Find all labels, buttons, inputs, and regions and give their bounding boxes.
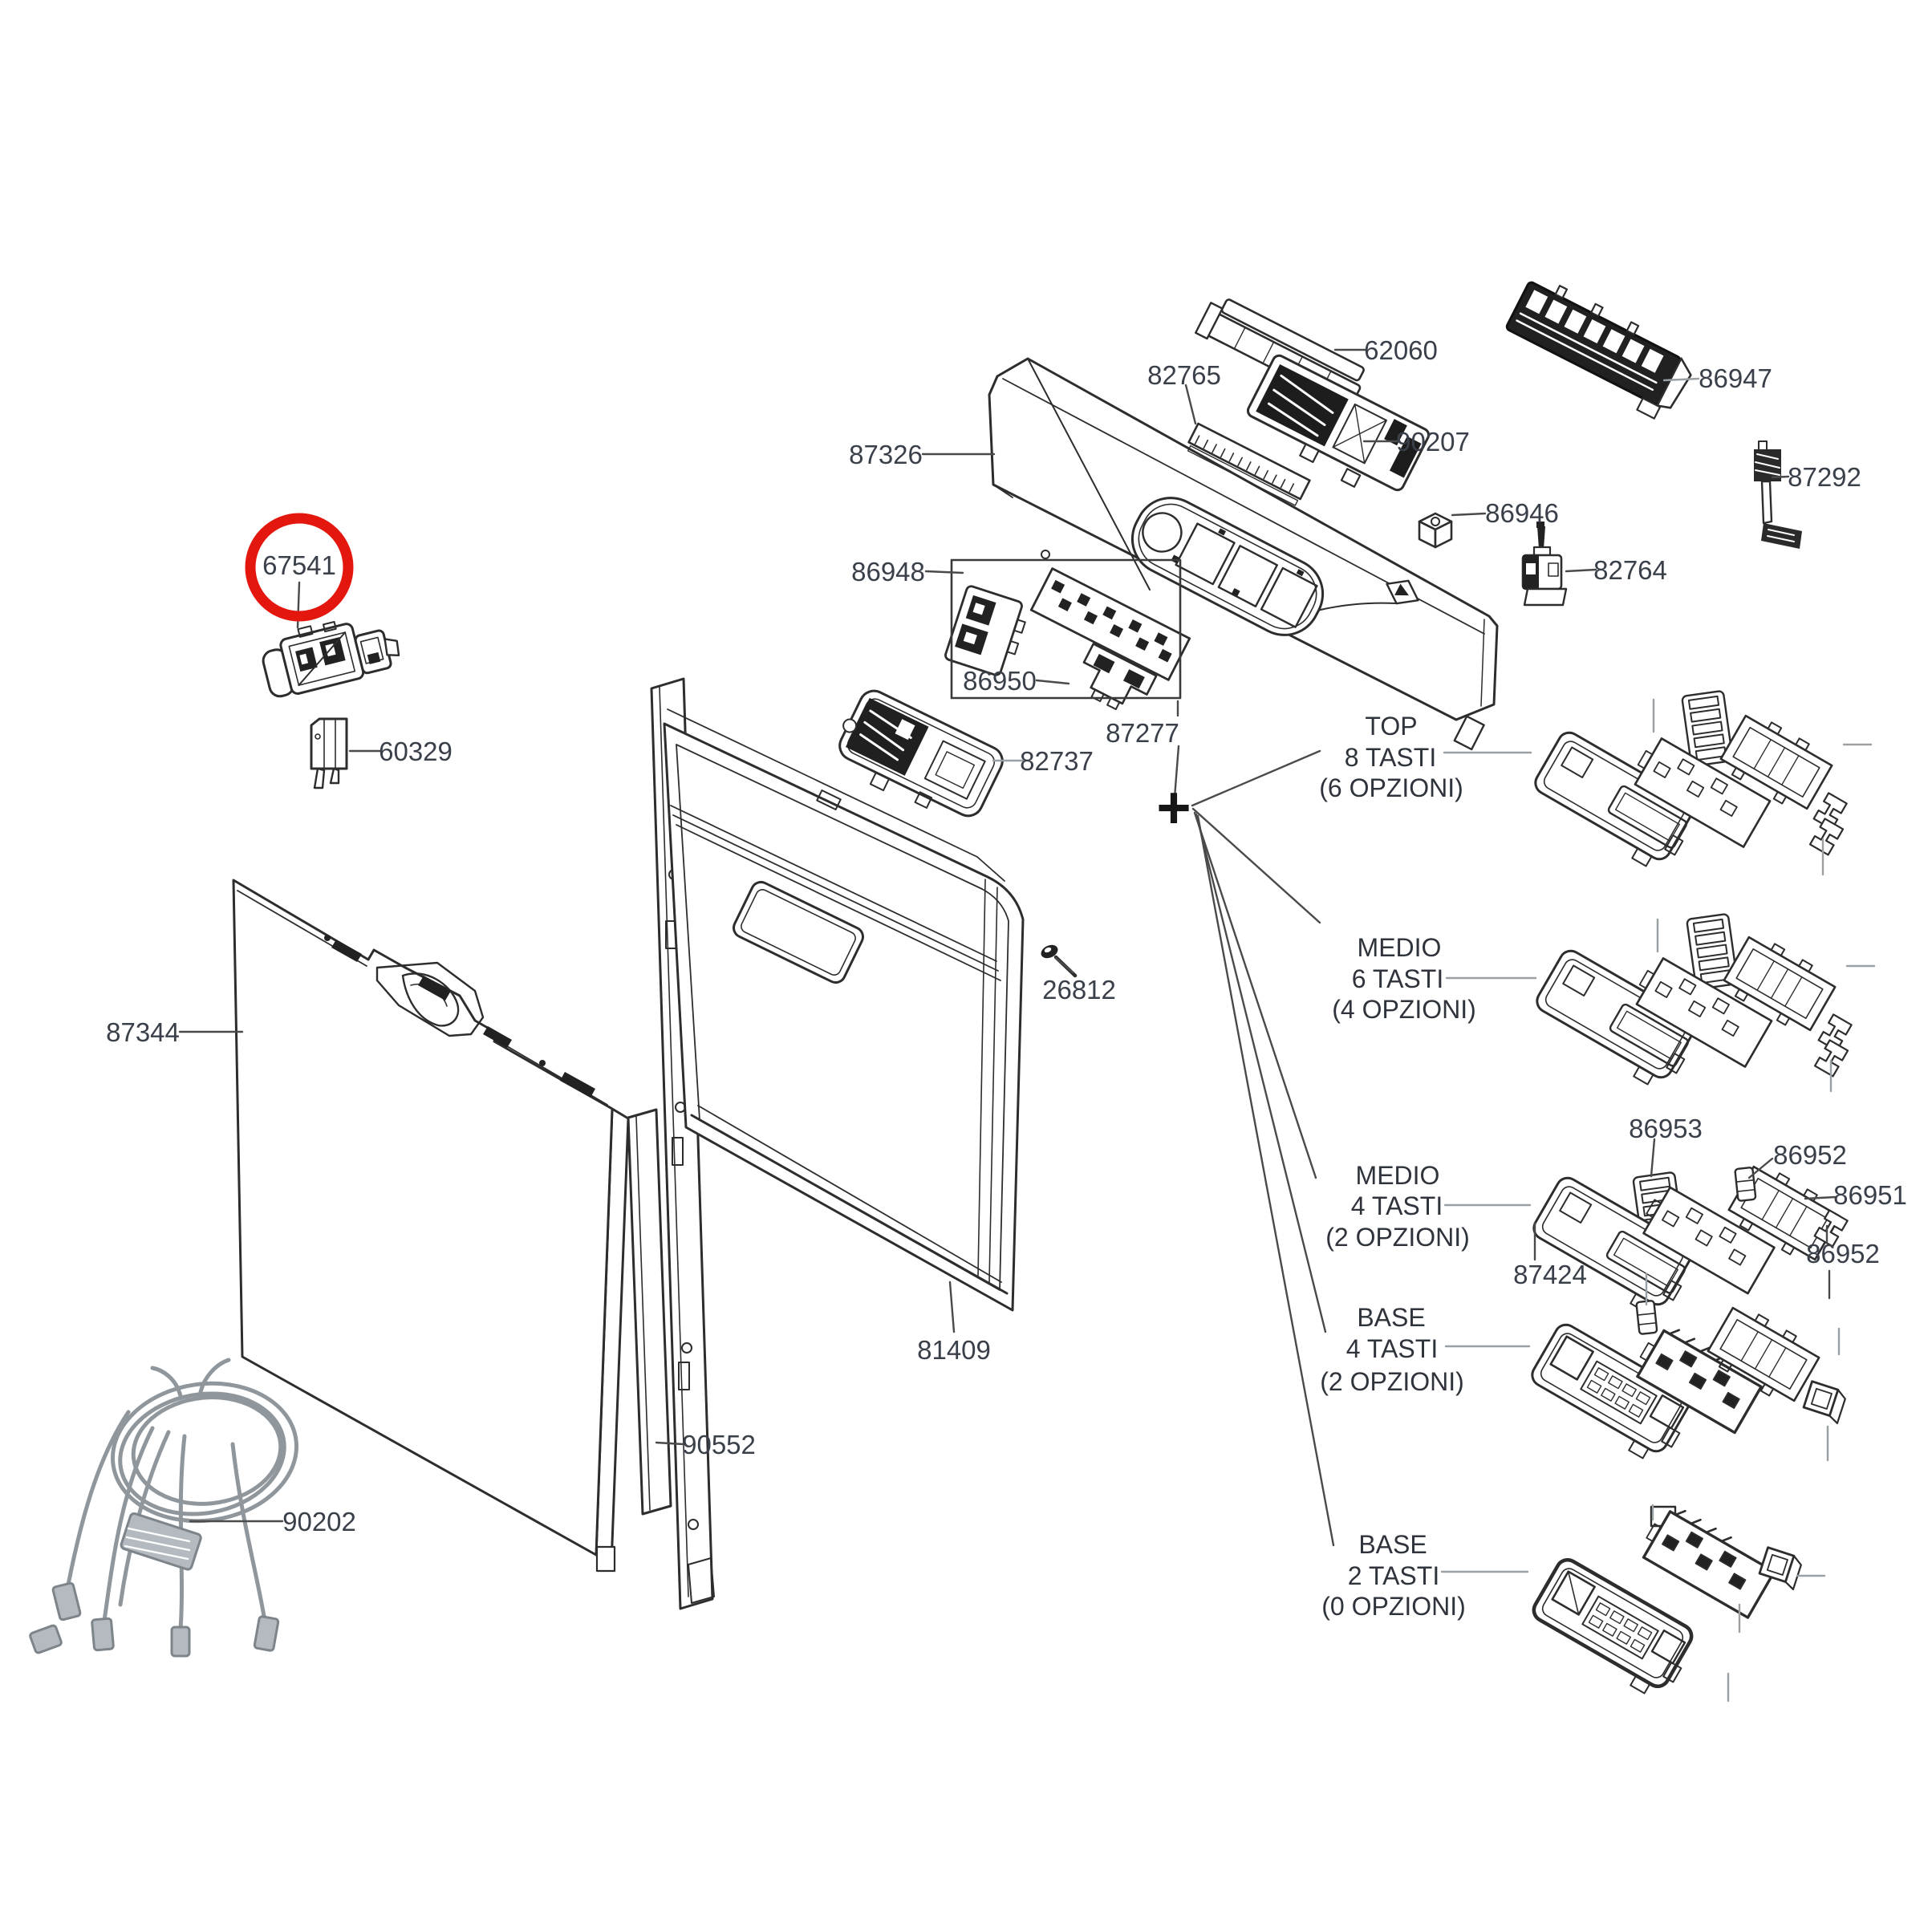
- control-panel-fascia: [988, 357, 1499, 751]
- part-label-82765: 82765: [1147, 360, 1221, 390]
- option-tier: TOP: [1365, 712, 1417, 741]
- branch-plus-symbol: +: [1156, 774, 1191, 841]
- part-label-86946: 86946: [1485, 498, 1559, 528]
- part-label-86951: 86951: [1833, 1180, 1907, 1210]
- part-label-87344: 87344: [106, 1017, 180, 1047]
- part-label-82737: 82737: [1020, 746, 1094, 776]
- part-label-86950: 86950: [963, 666, 1037, 696]
- leader-lines: [178, 348, 1876, 1703]
- power-switch-part: [1521, 522, 1568, 607]
- wiring-harness-part: [29, 1358, 298, 1658]
- option-caption-medio-6: MEDIO 6 TASTI (4 OPZIONI): [1332, 933, 1476, 1024]
- part-label-86948: 86948: [851, 557, 925, 586]
- option-buttons: 8 TASTI: [1345, 743, 1436, 772]
- option-row-assemblies: [1531, 690, 1853, 1695]
- part-label-87326: 87326: [849, 440, 923, 469]
- part-label-86947: 86947: [1699, 363, 1772, 393]
- option-options: (6 OPZIONI): [1319, 773, 1463, 802]
- option-buttons: 4 TASTI: [1346, 1334, 1438, 1363]
- option-tier: BASE: [1358, 1530, 1427, 1559]
- option-caption-base-2: BASE 2 TASTI (0 OPZIONI): [1321, 1530, 1466, 1621]
- display-board-86950: [1029, 567, 1191, 711]
- part-label-87292: 87292: [1788, 462, 1861, 492]
- option-options: (2 OPZIONI): [1325, 1223, 1470, 1252]
- pcb-bracket-86948: [944, 585, 1026, 676]
- option-buttons: 6 TASTI: [1352, 964, 1443, 993]
- part-label-81409: 81409: [917, 1335, 991, 1365]
- detergent-dispenser-part: [838, 689, 1004, 818]
- option-tier: BASE: [1357, 1303, 1425, 1332]
- part-label-90202: 90202: [282, 1507, 356, 1536]
- part-label-60329: 60329: [379, 737, 453, 766]
- part-label-86952-upper: 86952: [1773, 1140, 1847, 1170]
- door-side-strip: [627, 1108, 672, 1516]
- option-options: (4 OPZIONI): [1332, 995, 1476, 1024]
- part-label-86953: 86953: [1629, 1114, 1703, 1143]
- part-label-90552: 90552: [682, 1430, 756, 1459]
- terminal-strip-part: [1505, 281, 1692, 420]
- option-tier: MEDIO: [1356, 1161, 1440, 1190]
- option-options: (0 OPZIONI): [1321, 1592, 1466, 1621]
- option-caption-base-4: BASE 4 TASTI (2 OPZIONI): [1320, 1303, 1464, 1396]
- outer-door-panel: [232, 879, 630, 1573]
- option-buttons: 2 TASTI: [1348, 1561, 1439, 1590]
- inner-door-panel: [650, 677, 1025, 1610]
- part-label-87277: 87277: [1106, 718, 1179, 748]
- part-label-26812: 26812: [1042, 975, 1116, 1005]
- pcb-group-box: [950, 558, 1182, 700]
- part-label-90207: 90207: [1396, 427, 1470, 457]
- option-caption-top-8: TOP 8 TASTI (6 OPZIONI): [1319, 712, 1463, 802]
- part-label-67541: 67541: [262, 550, 336, 580]
- control-module-part: [1246, 354, 1431, 492]
- option-caption-medio-4: MEDIO 4 TASTI (2 OPZIONI): [1325, 1161, 1470, 1252]
- cube-nut-part: [1418, 512, 1453, 549]
- option-buttons: 4 TASTI: [1351, 1191, 1443, 1220]
- part-label-86952-lower: 86952: [1806, 1239, 1880, 1268]
- highlight-circle: [245, 513, 354, 622]
- part-label-82764: 82764: [1593, 555, 1667, 585]
- l-bracket-part: [1754, 440, 1802, 549]
- door-latch-part: [262, 621, 400, 698]
- part-label-87424: 87424: [1513, 1260, 1587, 1289]
- option-options: (2 OPZIONI): [1320, 1367, 1464, 1396]
- option-tier: MEDIO: [1358, 933, 1442, 962]
- part-label-62060: 62060: [1364, 335, 1438, 365]
- tick-strip-part: [1187, 422, 1311, 506]
- micro-switch-part: [310, 717, 348, 789]
